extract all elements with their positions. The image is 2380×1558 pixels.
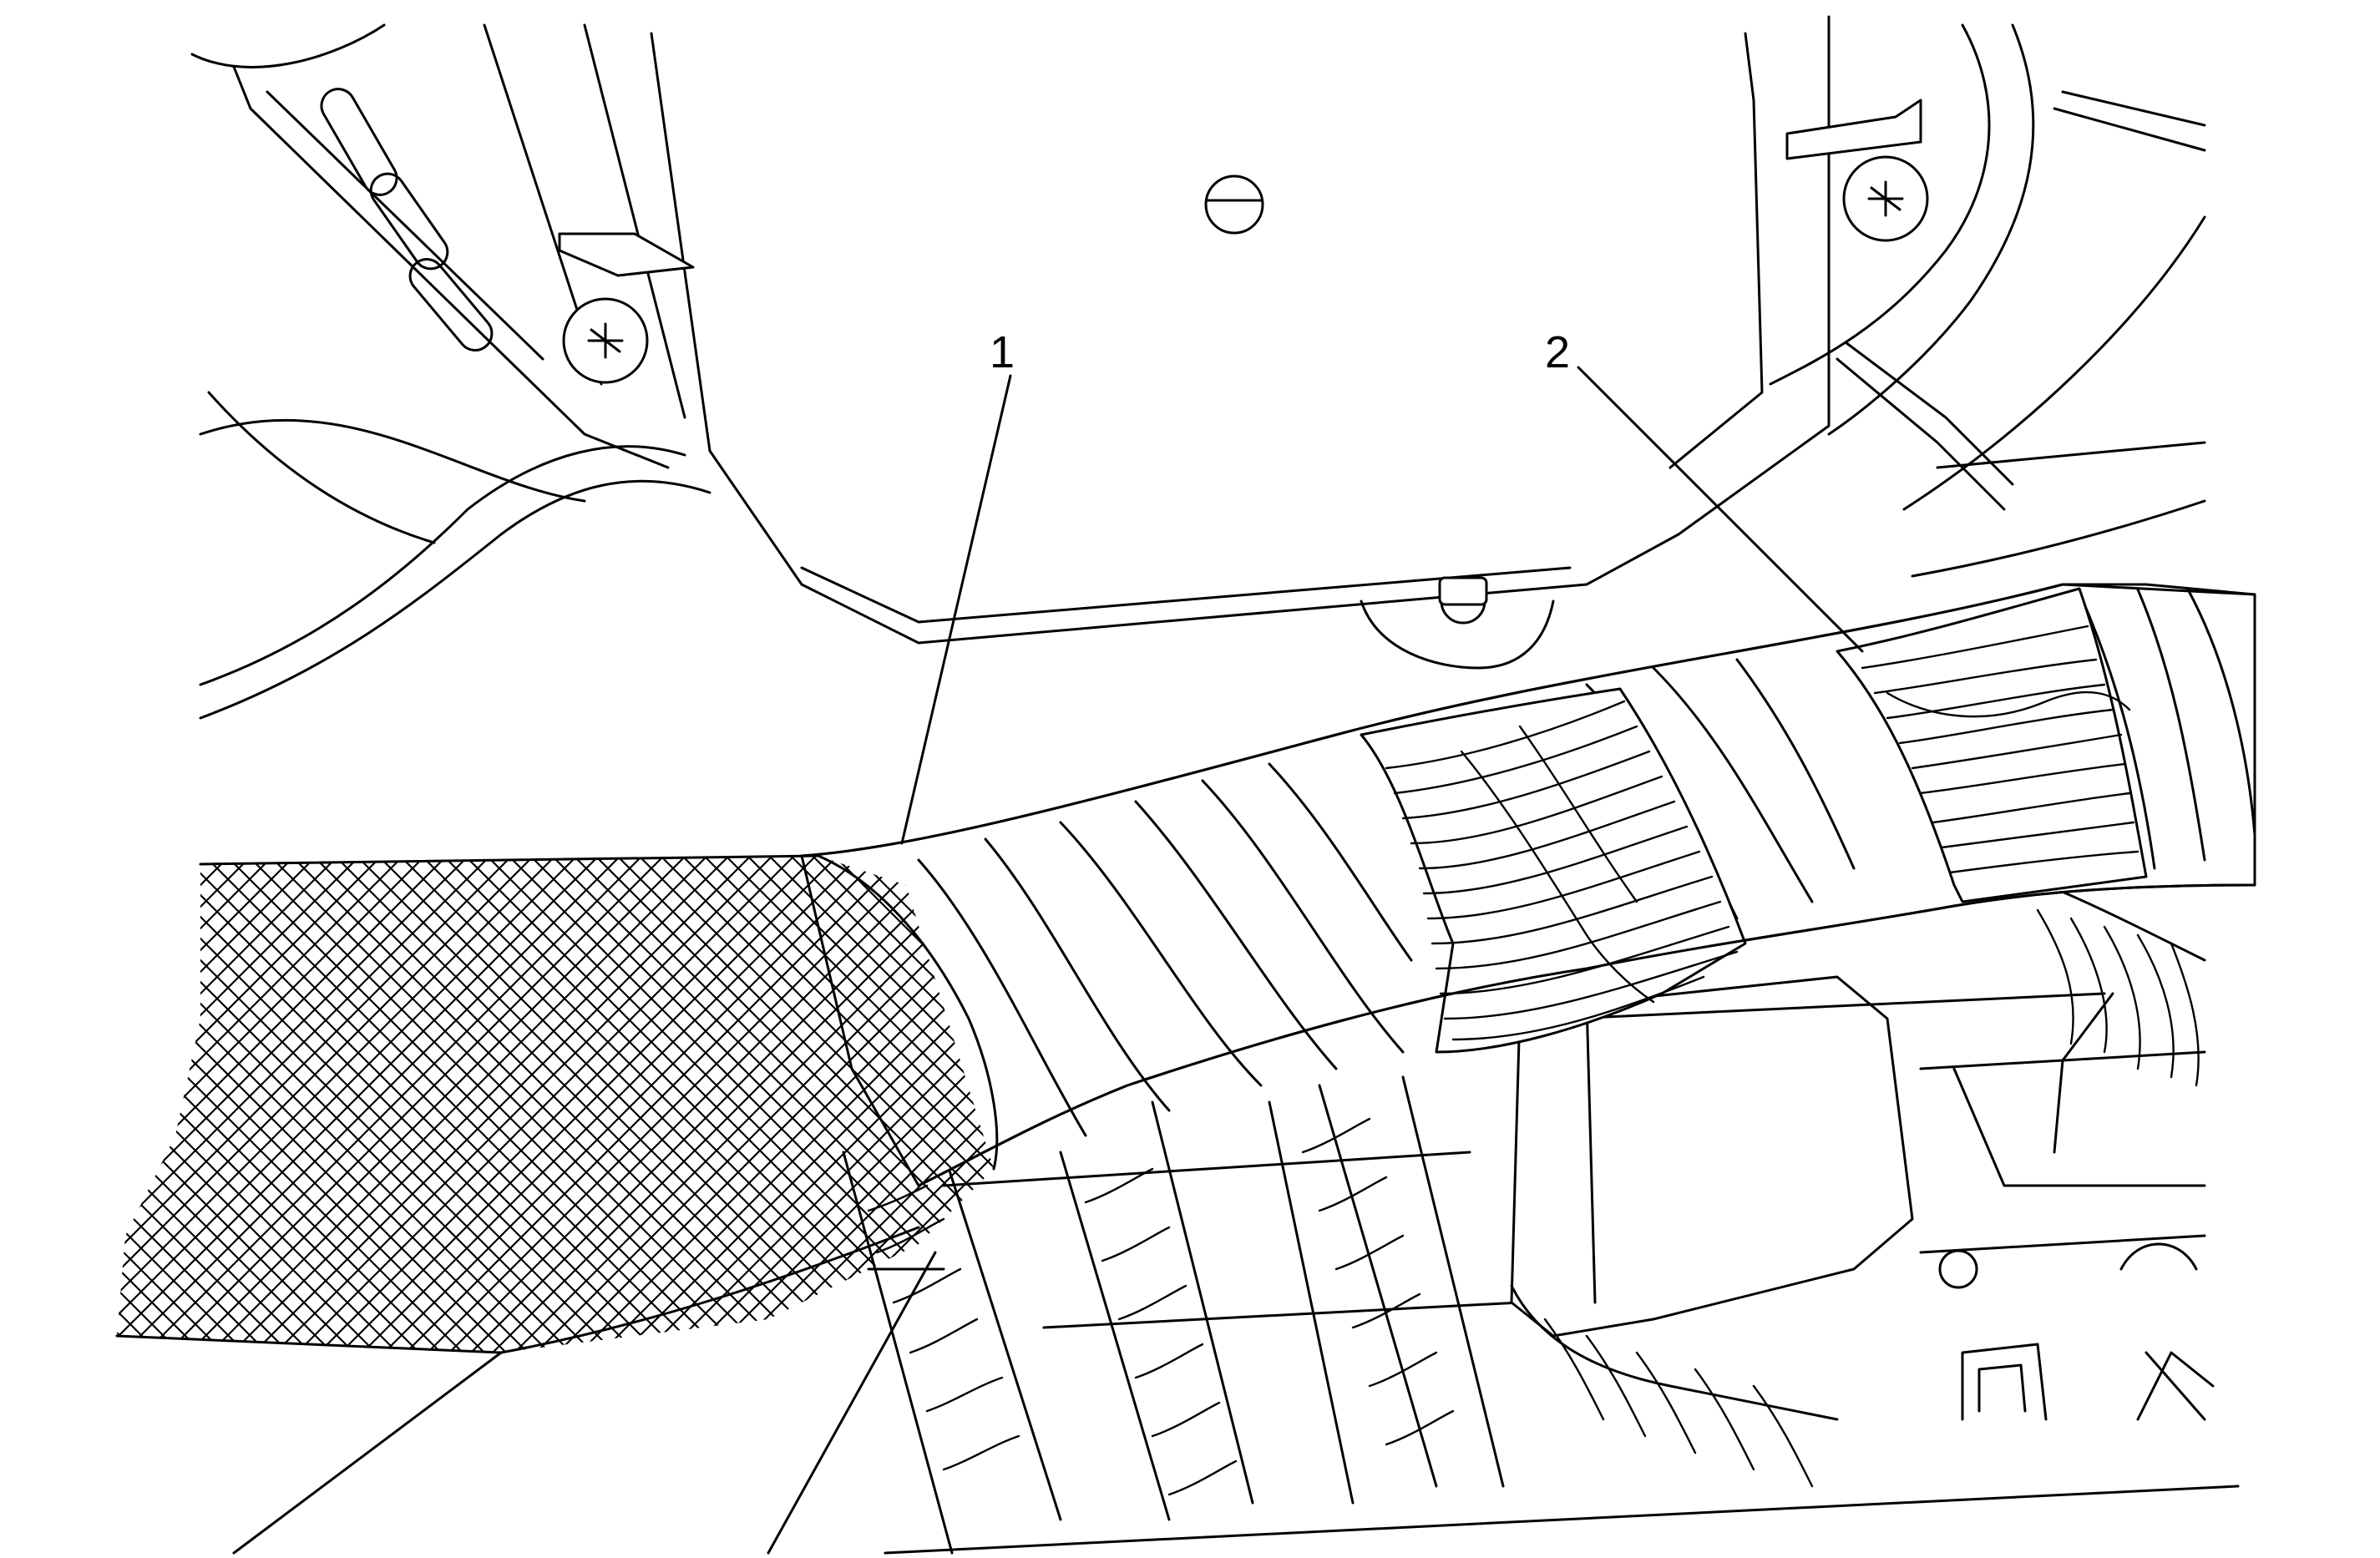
housing-slots xyxy=(320,88,494,352)
retainer-clips xyxy=(558,99,1922,277)
braided-loom-sleeve xyxy=(115,854,999,1555)
callout-2-label: 2 xyxy=(1545,327,1570,377)
main-harness-bundle xyxy=(800,583,2256,1187)
screw-right xyxy=(1842,155,1929,242)
housing-outline xyxy=(190,15,2206,720)
exposed-wires-right xyxy=(1836,587,2148,903)
screw-left xyxy=(562,297,649,384)
stud-bolt xyxy=(1360,576,1555,670)
callout-2: 2 xyxy=(1545,327,1864,653)
lower-harnesses xyxy=(842,883,2240,1555)
tape-wrap xyxy=(917,588,2256,1137)
exposed-wires-center xyxy=(1360,687,1747,1054)
callout-1-label: 1 xyxy=(990,327,1015,377)
mounting-hole xyxy=(1204,175,1264,235)
callout-1: 1 xyxy=(900,327,1015,845)
